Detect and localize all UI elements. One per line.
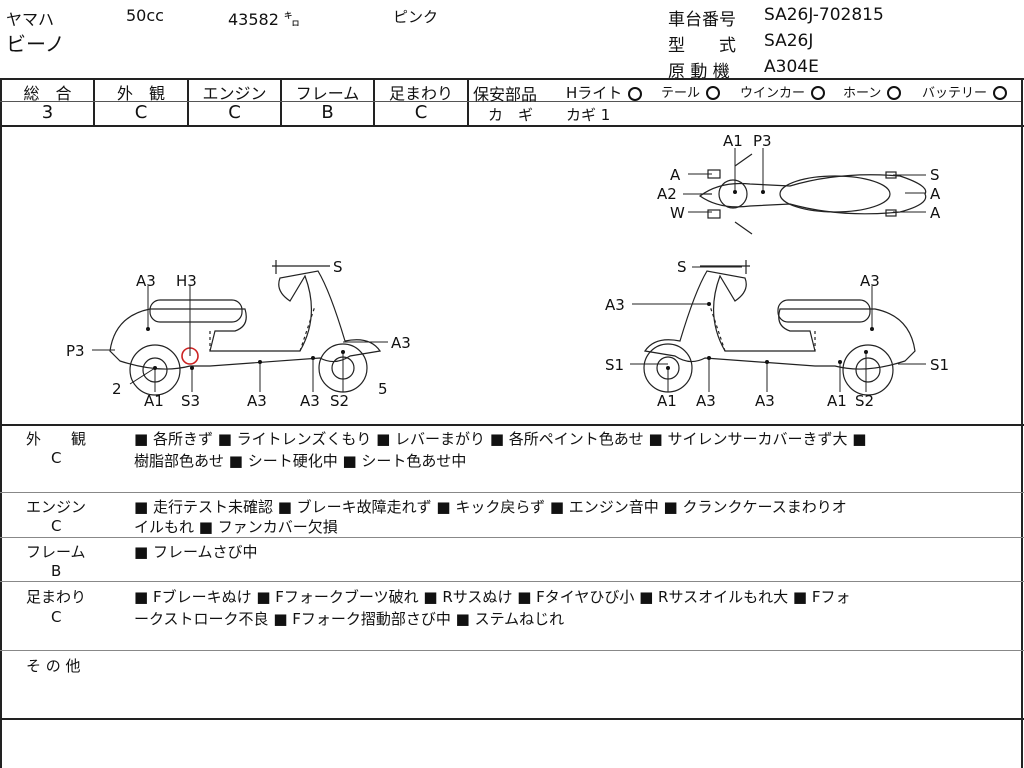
diagram-label: S [677, 258, 687, 276]
section-line: ■ Fブレーキぬけ ■ Fフォークブーツ破れ ■ Rサスぬけ ■ Fタイヤひび小… [134, 588, 851, 606]
maker: ヤマハ [6, 10, 55, 29]
diagram-label: S1 [605, 356, 624, 374]
diagram-label: S3 [181, 392, 200, 410]
engine-value: A304E [764, 57, 819, 77]
grade-label-frame: フレーム [295, 84, 360, 103]
diagram-label: H3 [176, 272, 197, 290]
type-label: 型 式 [668, 36, 736, 56]
grade-label-engine: エンジン [202, 84, 267, 103]
grade-label-total: 総 合 [23, 84, 72, 103]
color: ピンク [393, 8, 439, 26]
grade-label-suspension: 足まわり [388, 84, 453, 103]
model-name: ビーノ [6, 32, 65, 56]
diagram-label: 5 [378, 380, 388, 398]
section-grade: C [51, 449, 62, 467]
grade-value-engine: C [228, 102, 241, 123]
safety-item-horn: ホーン [843, 82, 902, 101]
scooter-right-view [643, 260, 916, 396]
section-grade: B [51, 562, 62, 580]
diagram-label: P3 [753, 132, 772, 150]
section-line: ■ 各所きず ■ ライトレンズくもり ■ レバーまがり ■ 各所ペイント色あせ … [134, 430, 867, 448]
scooter-top-view [698, 153, 927, 235]
section-title: フレーム [26, 543, 86, 561]
section-grade: C [51, 517, 62, 535]
diagram-label: A [930, 185, 941, 203]
grade-value-frame: B [321, 102, 334, 123]
section-line: ■ 走行テスト未確認 ■ ブレーキ故障走れず ■ キック戻らず ■ エンジン音中… [134, 498, 847, 516]
diagram-label: S1 [930, 356, 949, 374]
grade-label-exterior: 外 観 [116, 84, 165, 103]
diagram-label: A3 [136, 272, 156, 290]
grade-value-suspension: C [414, 102, 428, 123]
section-title: そ の 他 [26, 657, 81, 675]
diagram-label: S2 [330, 392, 349, 410]
safety-item-tail: テール [661, 82, 721, 101]
diagram-label: A3 [696, 392, 716, 410]
section-line: ■ フレームさび中 [134, 543, 258, 561]
diagram-label: W [670, 204, 685, 222]
diagram-label: A3 [247, 392, 267, 410]
diagram-label: S2 [855, 392, 874, 410]
engine-label: 原 動 機 [668, 62, 730, 82]
diagram-label: A3 [605, 296, 625, 314]
section-grade: C [51, 608, 62, 626]
diagram-label: A [670, 166, 681, 184]
diagram-label: S [333, 258, 343, 276]
diagram-label: P3 [66, 342, 85, 360]
mileage: 43582 ㌔ [228, 10, 301, 29]
safety-item-battery: バッテリー [922, 82, 1008, 101]
chassis-label: 車台番号 [668, 10, 736, 30]
diagram-label: A3 [860, 272, 880, 290]
key-label: カ ギ [488, 106, 534, 124]
type-value: SA26J [764, 31, 814, 51]
section-title: 外 観 [26, 430, 87, 448]
diagram-label: A1 [657, 392, 677, 410]
diagram-label: A1 [827, 392, 847, 410]
damage-diagram: A1 P3 A A2 W S A A S A3 H3 P3 A3 2 5 A1 … [66, 132, 949, 410]
key-value: カギ 1 [566, 106, 611, 124]
diagram-label: A1 [144, 392, 164, 410]
safety-item-winker: ウインカー [740, 82, 826, 101]
diagram-label: A1 [723, 132, 743, 150]
grade-value-total: 3 [41, 102, 54, 123]
diagram-label: 2 [112, 380, 122, 398]
displacement: 50cc [126, 6, 164, 25]
safety-item-headlight: Hライト [566, 82, 643, 103]
section-line: 樹脂部色あせ ■ シート硬化中 ■ シート色あせ中 [134, 452, 467, 470]
diagram-label: S [930, 166, 940, 184]
section-title: 足まわり [26, 588, 87, 606]
section-line: ークストローク不良 ■ Fフォーク摺動部さび中 ■ ステムねじれ [134, 610, 565, 628]
diagram-label: A3 [391, 334, 411, 352]
diagram-label: A [930, 204, 941, 222]
chassis-value: SA26J-702815 [764, 5, 884, 25]
diagram-label: A2 [657, 185, 677, 203]
section-line: イルもれ ■ ファンカバー欠損 [134, 518, 338, 536]
grade-value-exterior: C [134, 102, 148, 123]
safety-label: 保安部品 [473, 85, 538, 104]
section-title: エンジン [26, 498, 87, 516]
diagram-label: A3 [755, 392, 775, 410]
diagram-label: A3 [300, 392, 320, 410]
